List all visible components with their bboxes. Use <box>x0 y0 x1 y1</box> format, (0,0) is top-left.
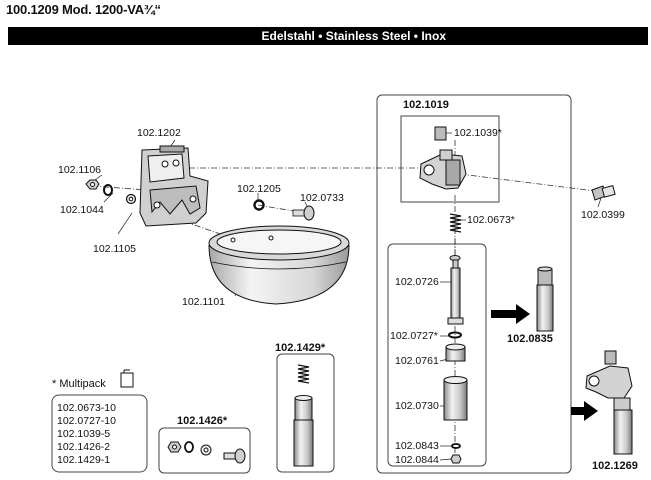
label-102-1044: 102.1044 <box>60 204 104 216</box>
valve-insert-box <box>387 243 487 467</box>
kit-1429-parts <box>293 364 314 467</box>
valve-body-box <box>400 115 500 203</box>
label-102-1269: 102.1269 <box>592 460 638 472</box>
arrows <box>491 304 598 421</box>
label-102-0733: 102.0733 <box>300 192 344 204</box>
label-102-1105: 102.1105 <box>93 243 137 255</box>
label-102-1429: 102.1429* <box>275 342 326 354</box>
label-102-1202: 102.1202 <box>137 127 181 139</box>
plug-part <box>591 184 616 201</box>
multipack-heading: * Multipack <box>52 378 106 390</box>
valve-body <box>419 126 467 190</box>
valve-assembly-frame <box>376 94 572 474</box>
label-102-1205: 102.1205 <box>237 183 281 195</box>
label-102-0730: 102.0730 <box>395 400 439 412</box>
label-102-1106: 102.1106 <box>58 164 102 176</box>
spring-part <box>449 213 462 233</box>
valve-1269 <box>585 350 633 455</box>
pin-part <box>447 255 464 325</box>
label-102-0399: 102.0399 <box>581 209 625 221</box>
multipack-box <box>51 394 148 473</box>
label-102-0726: 102.0726 <box>395 276 439 288</box>
list-item: 102.1429-1 <box>57 454 111 466</box>
nut-washers-left <box>85 179 137 205</box>
oring-0843 <box>451 443 461 449</box>
kit-1426-parts <box>167 441 246 464</box>
label-102-1039: 102.1039* <box>454 127 502 139</box>
list-item: 102.1426-2 <box>57 441 111 453</box>
label-102-0673: 102.0673* <box>467 214 515 226</box>
label-102-0761: 102.0761 <box>395 355 439 367</box>
insert-0835 <box>536 266 554 332</box>
list-item: 102.1039-5 <box>57 428 111 440</box>
label-102-1019: 102.1019 <box>403 99 449 111</box>
label-102-1426: 102.1426* <box>177 415 228 427</box>
label-102-0844: 102.0844 <box>395 454 439 466</box>
kit-1426-box <box>158 427 251 474</box>
kit-1429-box <box>276 353 335 473</box>
oring-0727 <box>448 331 462 339</box>
multipack-icon <box>120 369 134 388</box>
label-102-0835: 102.0835 <box>507 333 553 345</box>
page-title: 100.1209 Mod. 1200-VA¾“ <box>6 2 161 17</box>
nut-0844 <box>450 454 462 464</box>
multipack-list: 102.0673-10 102.0727-10 102.1039-5 102.1… <box>57 402 116 467</box>
bracket-part <box>139 145 209 227</box>
nut-0761 <box>445 343 466 362</box>
list-item: 102.0673-10 <box>57 402 116 414</box>
list-item: 102.0727-10 <box>57 415 116 427</box>
label-102-0843: 102.0843 <box>395 440 439 452</box>
bolt-set <box>253 199 315 221</box>
material-banner: Edelstahl • Stainless Steel • Inox <box>8 27 648 45</box>
label-102-0727: 102.0727* <box>390 330 438 342</box>
bowl-part <box>208 225 350 305</box>
label-102-1101: 102.1101 <box>182 296 226 308</box>
sleeve-0730 <box>443 376 468 421</box>
